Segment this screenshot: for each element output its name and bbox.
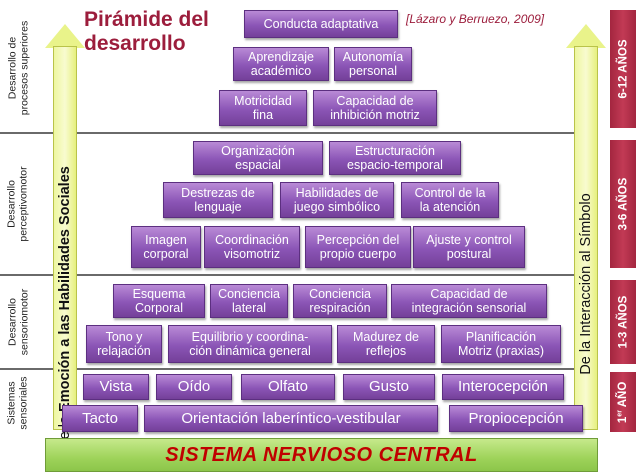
citation: [Lázaro y Berruezo, 2009] bbox=[406, 12, 545, 26]
block-oido: Oído bbox=[156, 374, 232, 400]
block-orientacion-laberintico-vestibular: Orientación laberíntico-vestibular bbox=[144, 405, 438, 432]
level-divider bbox=[0, 274, 598, 276]
right-arrow-label: De la Interacción al Símbolo bbox=[578, 193, 594, 375]
age-band-6-12: 6-12 AÑOS bbox=[610, 10, 636, 128]
block-tacto: Tacto bbox=[62, 405, 138, 432]
left-arrow: De la Emoción a las Habilidades Sociales bbox=[45, 24, 85, 450]
base-sistema-nervioso-central: SISTEMA NERVIOSO CENTRAL bbox=[45, 438, 598, 472]
right-arrow: De la Interacción al Símbolo bbox=[566, 24, 606, 430]
level-divider bbox=[0, 368, 598, 370]
block-conducta-adaptativa: Conducta adaptativa bbox=[244, 10, 398, 38]
age-band-1: 1er AÑO bbox=[610, 372, 636, 432]
diagram-title: Pirámide del desarrollo bbox=[84, 8, 209, 55]
arrow-up-icon bbox=[566, 24, 606, 48]
age-band-3-6: 3-6 AÑOS bbox=[610, 140, 636, 268]
block-olfato: Olfato bbox=[241, 374, 335, 400]
block-interocepcion: Interocepción bbox=[442, 374, 564, 400]
arrow-up-icon bbox=[45, 24, 85, 48]
block-vista: Vista bbox=[83, 374, 149, 400]
block-gusto: Gusto bbox=[343, 374, 435, 400]
age-band-1-3: 1-3 AÑOS bbox=[610, 280, 636, 364]
level-divider bbox=[0, 132, 598, 134]
block-propiocepcion: Propiocepción bbox=[449, 405, 583, 432]
block-equilibrio-coordinacion: Equilibrio y coordina-ción dinámica gene… bbox=[168, 325, 332, 363]
